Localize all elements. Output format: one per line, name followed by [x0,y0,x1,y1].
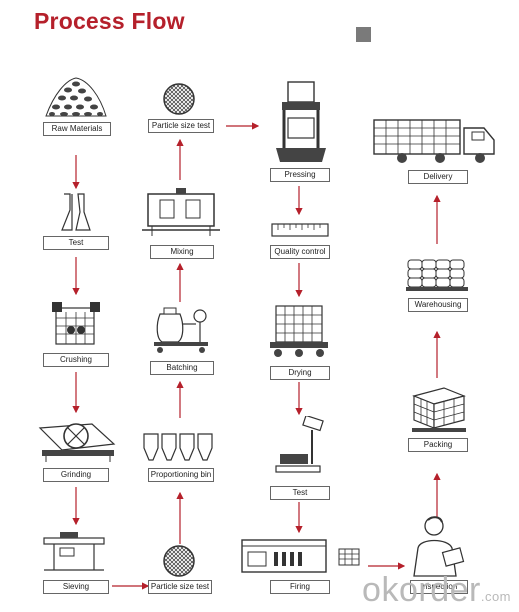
step-label-quality-control: Quality control [270,245,330,259]
tile-stack-icon [338,548,360,566]
watermark: okorder.com [362,571,511,610]
step-label-pressing: Pressing [270,168,330,182]
step-label-particle-size-test-top: Particle size test [148,119,214,133]
step-label-sieving: Sieving [43,580,109,594]
step-label-warehousing: Warehousing [408,298,468,312]
sieve-machine-icon [43,532,105,571]
step-label-packing: Packing [408,438,468,452]
crusher-icon [52,302,100,345]
batching-scale-icon [154,307,208,353]
raw-materials-pile-icon [45,77,107,117]
inspector-person-icon [413,516,465,577]
watermark-suffix: .com [480,589,511,604]
step-label-test: Test [43,236,109,250]
weighing-scale-icon [275,416,324,473]
step-label-raw-materials: Raw Materials [43,122,111,136]
step-label-firing: Firing [270,580,330,594]
step-label-particle-size-test-bottom: Particle size test [148,580,212,594]
mixing-machine-icon [142,188,220,236]
kiln-icon [241,539,327,573]
step-label-batching: Batching [150,361,214,375]
mesh-circle-icon [163,83,195,115]
page-title: Process Flow [34,8,185,34]
delivery-truck-icon [373,119,495,163]
mesh-circle-icon [163,545,195,577]
step-label-crushing: Crushing [43,353,109,367]
ball-mill-icon [38,423,116,462]
step-label-drying: Drying [270,366,330,380]
step-label-grinding: Grinding [43,468,109,482]
step-label-mixing: Mixing [150,245,214,259]
packed-pallet-icon [412,387,466,432]
decorative-square [356,27,371,42]
press-machine-icon [276,81,326,162]
step-label-delivery: Delivery [408,170,468,184]
watermark-brand: okorder [362,571,481,609]
test-flasks-icon [61,193,91,231]
step-label-inspection: Inspection [410,580,468,594]
warehouse-stack-icon [406,259,468,291]
proportioning-bins-icon [143,433,213,461]
step-label-proportioning-bin: Proportioning bin [148,468,214,482]
step-label-test-2: Test [270,486,330,500]
drying-cart-icon [270,305,328,357]
ruler-icon [271,223,329,237]
